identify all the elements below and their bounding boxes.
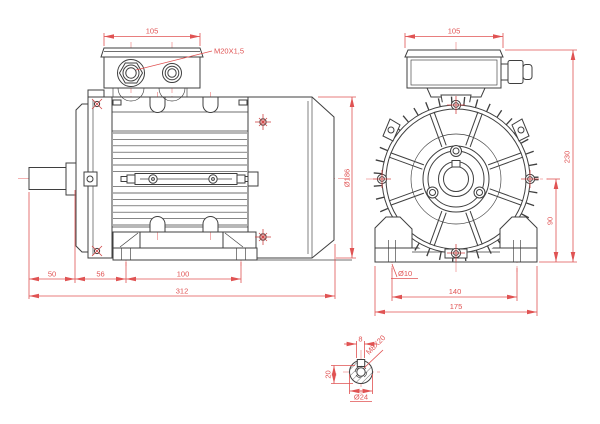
dim-shaft-diameter: Ø24 — [354, 393, 368, 402]
side-feet — [112, 231, 352, 261]
side-end-shield — [75, 89, 113, 259]
side-motor-body — [111, 88, 249, 233]
dim-foot-hole-diameter: Ø10 — [398, 269, 412, 278]
front-terminal-box — [404, 49, 533, 118]
side-screw-markers — [91, 98, 271, 257]
dim-side-box-width: 105 — [146, 27, 159, 36]
side-view — [28, 47, 352, 261]
tapped-hole — [356, 367, 366, 377]
dim-front-box-width: 105 — [448, 27, 461, 36]
side-terminal-box — [100, 47, 204, 102]
dim-frame-diameter: Ø186 — [343, 169, 352, 187]
dim-gland-thread: M20X1,5 — [214, 47, 244, 56]
side-shaft — [28, 162, 77, 196]
fan-guard-spokes — [388, 111, 524, 247]
dim-foot-hole-spacing: 140 — [449, 287, 462, 296]
cooling-fins — [113, 132, 247, 226]
dim-shaft-length: 50 — [48, 270, 56, 279]
dim-overall-length: 312 — [176, 287, 189, 296]
dim-key-width: 8 — [358, 335, 362, 344]
keyway-front — [451, 160, 461, 168]
dim-foot-spacing-side: 100 — [177, 270, 190, 279]
front-lugs — [382, 118, 530, 142]
shaft-section-view — [349, 359, 373, 384]
side-tie-rod — [120, 173, 252, 185]
dimensions: 105 M20X1,5 50 56 100 312 Ø186 105 230 9… — [28, 27, 577, 402]
dim-shaft-height: 90 — [546, 217, 555, 225]
keyway-section — [356, 359, 366, 367]
dim-key-height: 20 — [324, 370, 333, 378]
dim-overall-height: 230 — [563, 151, 572, 164]
dim-bearing-span: 56 — [96, 270, 104, 279]
front-bolt-markers — [373, 96, 539, 262]
dim-base-width: 175 — [450, 302, 463, 311]
dim-tapped-hole: M8X20 — [364, 333, 387, 356]
front-view — [373, 49, 539, 263]
cable-gland-front — [500, 63, 509, 81]
